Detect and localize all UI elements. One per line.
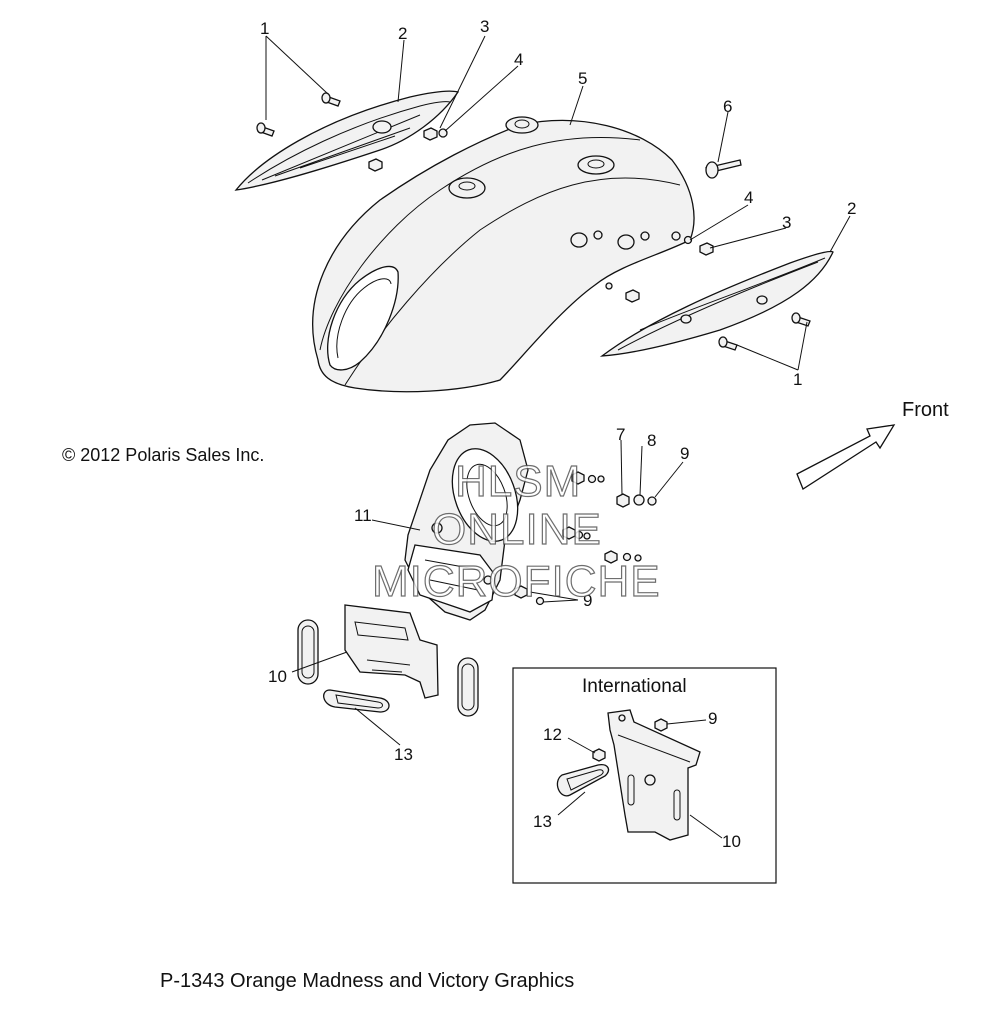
washer-8: [633, 494, 645, 506]
nut-row-upper: [571, 471, 605, 485]
inset-title: International: [582, 676, 687, 697]
watermark-line-1: HLSM: [455, 457, 581, 506]
callout-10: 10: [268, 667, 287, 686]
license-plate-bracket: [344, 604, 439, 699]
callout-4: 4: [514, 50, 523, 69]
diagram-caption: P-1343 Orange Madness and Victory Graphi…: [160, 970, 574, 992]
callout-1: 1: [260, 19, 269, 38]
callout-3: 3: [782, 213, 791, 232]
callout-10: 10: [722, 832, 741, 851]
callout-3: 3: [480, 17, 489, 36]
callout-11: 11: [354, 506, 372, 525]
callout-1: 1: [793, 370, 802, 389]
nut-row-lower: [604, 550, 642, 564]
rivet: [705, 159, 742, 179]
screw-right-b: [718, 336, 738, 351]
watermark-line-3: MICROFICHE: [372, 557, 661, 606]
screw-left-b: [256, 122, 275, 137]
international-inset: [512, 667, 777, 884]
side-reflector-right: [457, 657, 479, 717]
callout-5: 5: [578, 69, 587, 88]
screw-left-a: [321, 92, 341, 107]
nut-right: [605, 235, 714, 303]
callout-7: 7: [616, 425, 625, 444]
callout-9: 9: [583, 591, 592, 610]
callout-13: 13: [394, 745, 413, 764]
watermark: HLSM ONLINE MICROFICHE: [371, 456, 661, 606]
nut-left: [368, 127, 448, 172]
callout-8: 8: [647, 431, 656, 450]
callout-6: 6: [723, 97, 732, 116]
callout-12: 12: [543, 725, 562, 744]
front-arrow: [796, 424, 896, 490]
rear-fender: [312, 116, 695, 393]
nut-7: [616, 493, 630, 508]
callout-13: 13: [533, 812, 552, 831]
callout-9: 9: [708, 709, 717, 728]
washer-9: [647, 496, 657, 506]
callout-4: 4: [744, 188, 753, 207]
watermark-line-2: ONLINE: [432, 505, 602, 554]
nut-row-bottom: [514, 585, 545, 606]
callout-2: 2: [847, 199, 856, 218]
right-fender-trim: [599, 250, 834, 357]
screw-right-a: [791, 312, 811, 327]
rear-reflector: [323, 689, 390, 713]
copyright-text: © 2012 Polaris Sales Inc.: [62, 445, 264, 465]
front-label: Front: [902, 399, 949, 421]
license-bracket: [404, 422, 529, 621]
nut-row-middle: [562, 526, 591, 540]
leader-lines: [265, 35, 851, 839]
callout-2: 2: [398, 24, 407, 43]
callout-9: 9: [680, 444, 689, 463]
side-reflector-left: [297, 619, 319, 685]
